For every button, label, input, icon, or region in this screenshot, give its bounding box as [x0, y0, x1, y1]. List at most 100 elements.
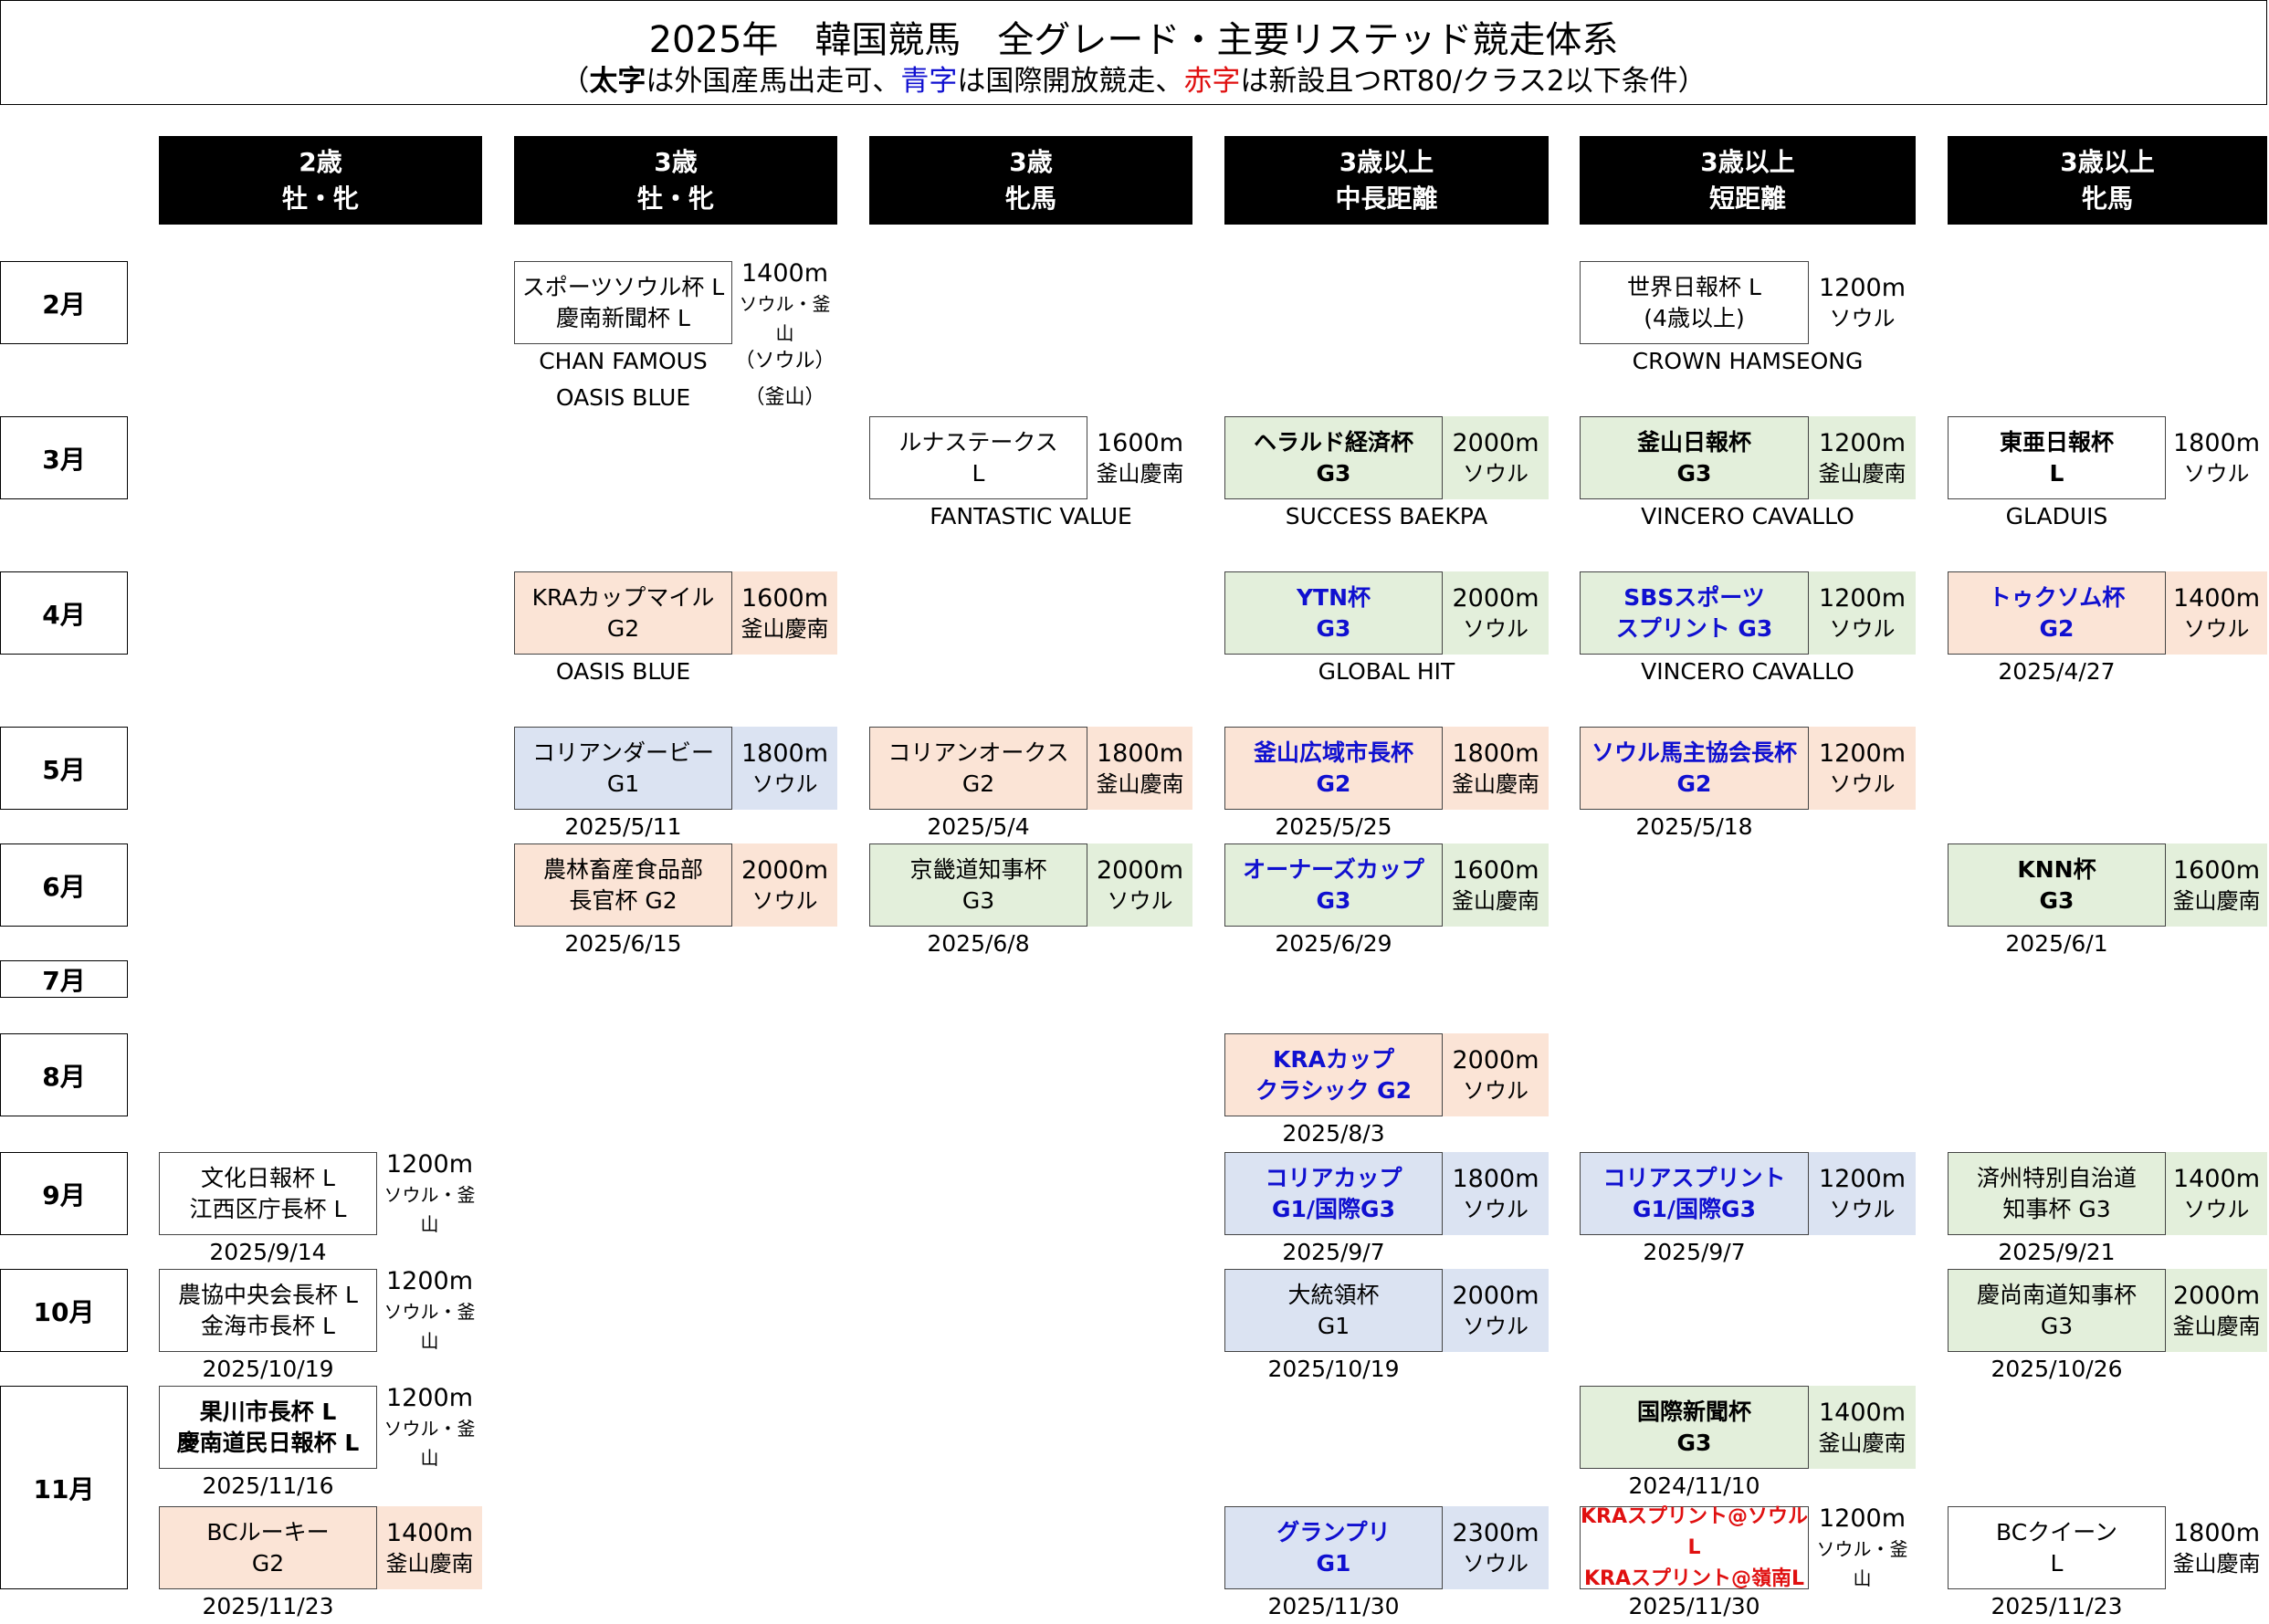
- race-name-line2: G2: [961, 770, 995, 797]
- column-header-line2: 短距離: [1708, 183, 1786, 214]
- race-date: 2025/9/14: [209, 1239, 327, 1265]
- subtitle-text-2: は国際開放競走、: [957, 65, 1184, 98]
- race-venue: 釜山慶南: [2172, 887, 2261, 914]
- column-header-line2: 牝馬: [2081, 183, 2133, 214]
- race-name-line1: ソウル馬主協会長杯: [1591, 739, 1797, 766]
- race-name-line2: クラシック G2: [1255, 1076, 1413, 1104]
- race-venue: ソウル: [2183, 1196, 2250, 1222]
- race-date: 2025/5/18: [1635, 813, 1753, 840]
- race-venue: 釜山慶南: [2172, 1313, 2261, 1339]
- race-venue: ソウル: [1463, 460, 1528, 487]
- race-name-line1: 大統領杯: [1287, 1281, 1380, 1308]
- race-distance-cell: 2000m ソウル: [1443, 416, 1549, 499]
- race-winner: VINCERO CAVALLO: [1641, 503, 1854, 529]
- month-label-nov: 11月: [0, 1386, 128, 1589]
- race-name-box: 東亜日報杯 L: [1948, 416, 2166, 499]
- race-name-line1: 農林畜産食品部: [542, 855, 703, 883]
- race-venue: ソウル: [1463, 1196, 1528, 1222]
- race-winner: OASIS BLUE: [555, 658, 691, 685]
- race-name-line2: L: [2049, 459, 2064, 487]
- race-name-line1: KRAスプリント@ソウルL: [1581, 1504, 1809, 1559]
- race-distance: 2000m: [1452, 583, 1539, 613]
- race-name-line1: 京畿道知事杯: [909, 855, 1047, 883]
- race-date: 2025/5/25: [1275, 813, 1392, 840]
- race-name-line1: KRAカップマイル: [531, 583, 715, 611]
- race-distance: 1800m: [2172, 428, 2260, 457]
- race-date: 2025/11/30: [1267, 1593, 1400, 1619]
- race-winner: CROWN HAMSEONG: [1632, 348, 1864, 374]
- race-name-line2: 江西区庁長杯 L: [189, 1195, 347, 1222]
- month-label-apr: 4月: [0, 571, 128, 655]
- column-header-line2: 牡・牝: [636, 183, 714, 214]
- race-date: 2025/11/23: [1991, 1593, 2123, 1619]
- race-date: 2025/4/27: [1998, 658, 2116, 685]
- race-name-line2: G1: [1317, 1312, 1350, 1339]
- title-box: 2025年 韓国競馬 全グレード・主要リステッド競走体系 （太字は外国産馬出走可…: [0, 0, 2267, 105]
- subtitle-text-3: は新設且つRT80/クラス2以下条件）: [1240, 65, 1707, 98]
- column-header-3up-sprint: 3歳以上短距離: [1580, 136, 1916, 225]
- race-winner: OASIS BLUE: [555, 384, 691, 411]
- race-name-line1: コリアンオークス: [888, 739, 1069, 766]
- race-date: 2025/5/4: [927, 813, 1030, 840]
- race-name-line2: G3: [1676, 459, 1712, 487]
- race-date: 2025/9/7: [1282, 1239, 1385, 1265]
- race-winner: SUCCESS BAEKPA: [1285, 503, 1488, 529]
- race-venue: 釜山慶南: [1096, 460, 1184, 487]
- race-distance: 1200m: [1818, 583, 1906, 613]
- race-winner: CHAN FAMOUS: [539, 348, 708, 374]
- race-distance: 2000m: [741, 855, 828, 885]
- race-name-line2: L: [2050, 1549, 2064, 1577]
- race-date: 2025/10/26: [1991, 1356, 2123, 1382]
- race-name-line1: YTN杯: [1296, 583, 1371, 611]
- month-label-aug: 8月: [0, 1033, 128, 1116]
- month-label-jun: 6月: [0, 843, 128, 927]
- race-venue: ソウル: [1829, 770, 1896, 797]
- race-distance: 2000m: [1452, 1281, 1539, 1310]
- race-winner-venue: （ソウル）: [734, 350, 835, 372]
- race-name-line2: G3: [1316, 886, 1351, 914]
- subtitle-text-1: は外国産馬出走可、: [646, 65, 901, 98]
- column-header-3yo: 3歳牡・牝: [514, 136, 837, 225]
- race-name-line1: 文化日報杯 L: [201, 1164, 335, 1191]
- race-name-line1: コリアカップ: [1265, 1164, 1402, 1191]
- month-label-feb: 2月: [0, 261, 128, 344]
- race-name-line1: 東亜日報杯: [1999, 428, 2114, 456]
- race-distance: 2000m: [1452, 428, 1539, 457]
- column-header-3up-fillies: 3歳以上牝馬: [1948, 136, 2267, 225]
- race-venue: ソウル: [2183, 615, 2250, 642]
- race-distance: 1200m: [385, 1383, 473, 1412]
- month-label-oct: 10月: [0, 1269, 128, 1352]
- subtitle-open: （: [561, 65, 590, 98]
- race-date: 2025/10/19: [202, 1356, 334, 1382]
- subtitle-bold-term: 太字: [589, 65, 646, 98]
- race-venue: ソウル・釜山: [383, 1300, 476, 1352]
- race-name-line2: (4歳以上): [1644, 304, 1745, 331]
- race-distance: 1600m: [1452, 855, 1539, 885]
- race-distance: 2300m: [1452, 1518, 1539, 1547]
- race-name-box: KRAカップクラシック G2: [1224, 1033, 1443, 1116]
- month-label-jul: 7月: [0, 960, 128, 998]
- race-name-line1: 釜山広域市長杯: [1253, 739, 1413, 766]
- race-name-line2: G3: [1676, 1429, 1712, 1456]
- column-header-3up-middle: 3歳以上中長距離: [1224, 136, 1549, 225]
- race-date: 2025/6/1: [2005, 930, 2108, 957]
